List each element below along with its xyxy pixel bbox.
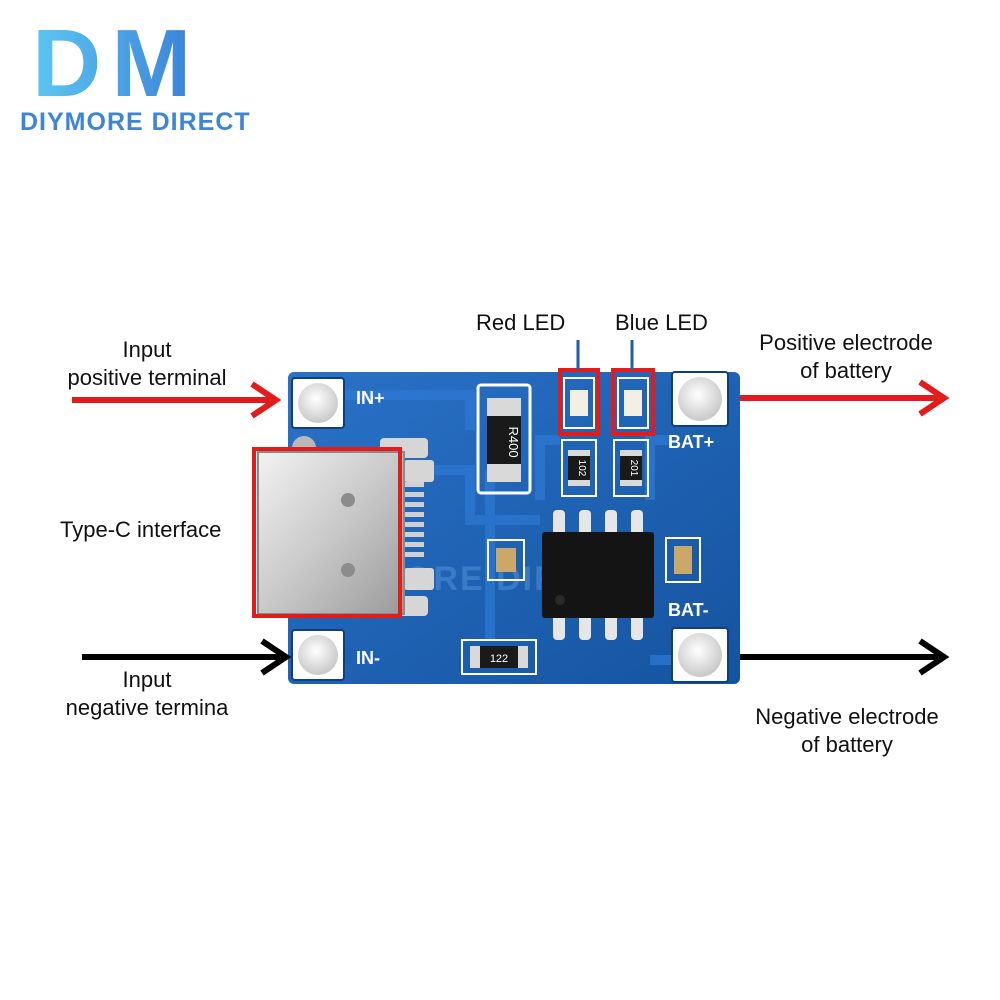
resistor-201: 201 <box>613 439 649 497</box>
label-type-c: Type-C interface <box>60 517 222 542</box>
silk-bat-plus: BAT+ <box>668 432 714 452</box>
resistor-102-label: 102 <box>576 460 587 477</box>
capacitor-right <box>665 537 701 583</box>
resistor-102: 102 <box>561 439 597 497</box>
blue-led <box>617 377 649 429</box>
arrow-input-negative <box>82 638 292 676</box>
type-c-connector <box>257 436 434 616</box>
silk-bat-minus: BAT- <box>668 600 709 620</box>
label-battery-negative: Negative electrode of battery <box>744 703 950 759</box>
label-battery-negative-line2: of battery <box>801 732 893 757</box>
silk-in-minus: IN- <box>356 648 380 668</box>
label-battery-positive: Positive electrode of battery <box>746 329 946 385</box>
charger-ic <box>542 510 654 640</box>
pad-in-minus <box>291 629 345 681</box>
label-input-negative-line1: Input <box>122 667 172 692</box>
resistor-201-label: 201 <box>628 460 639 477</box>
label-input-positive: Input positive terminal <box>52 336 242 392</box>
label-input-negative: Input negative termina <box>52 666 242 722</box>
label-battery-positive-line1: Positive electrode <box>759 330 933 355</box>
sense-resistor: R400 <box>476 383 532 495</box>
label-blue-led: Blue LED <box>615 310 708 335</box>
label-input-negative-line2: negative termina <box>65 695 229 720</box>
pad-in-plus <box>291 377 345 429</box>
label-input-positive-line1: Input <box>122 337 172 362</box>
arrow-input-positive <box>72 381 282 419</box>
arrow-battery-positive <box>740 379 950 417</box>
type-c-highlight <box>252 447 402 618</box>
logo-text: DIYMORE DIRECT <box>20 108 251 136</box>
capacitor-left <box>487 539 525 581</box>
resistor-122-label: 122 <box>490 653 508 665</box>
logo-mark: DM <box>32 10 202 117</box>
red-led <box>563 377 595 429</box>
sense-resistor-label: R400 <box>506 426 521 457</box>
pad-bat-minus <box>671 627 729 683</box>
resistor-122: 122 <box>461 639 537 675</box>
silk-in-plus: IN+ <box>356 388 385 408</box>
label-input-positive-line2: positive terminal <box>67 365 227 390</box>
brand-logo: DM DIYMORE DIRECT <box>20 16 250 142</box>
label-red-led: Red LED <box>476 310 566 335</box>
arrow-battery-negative <box>740 638 950 676</box>
pad-bat-plus <box>671 371 729 427</box>
label-battery-negative-line1: Negative electrode <box>755 704 939 729</box>
label-battery-positive-line2: of battery <box>800 358 892 383</box>
